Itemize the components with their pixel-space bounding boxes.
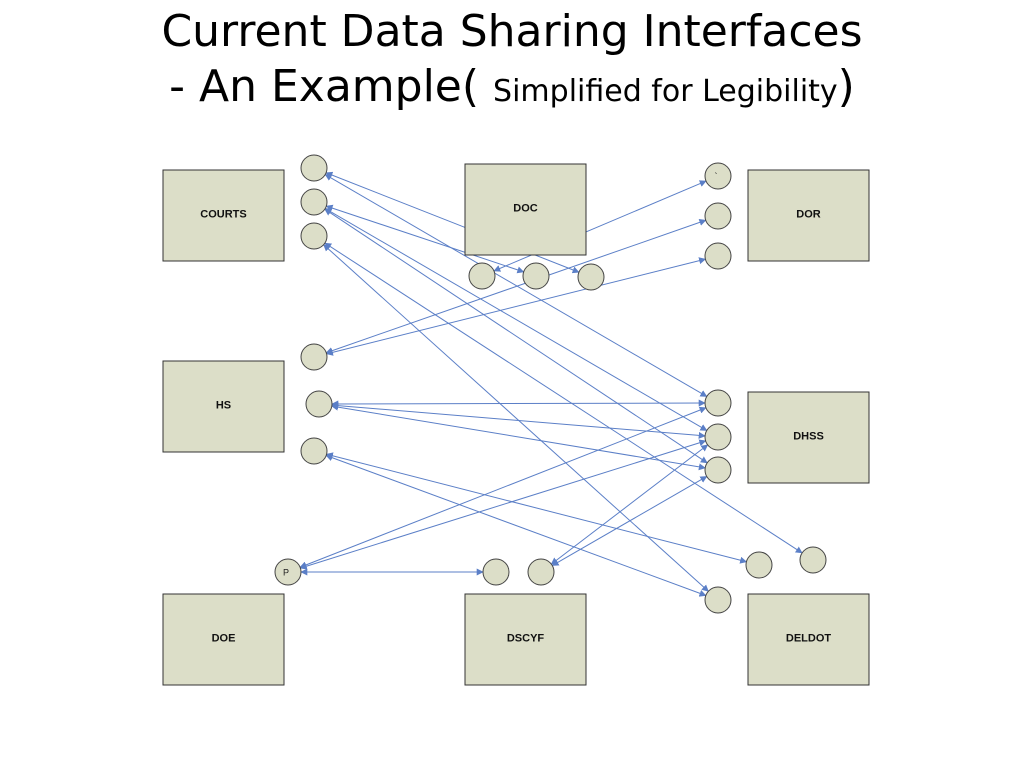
edge-hs2-dhss2 <box>331 402 706 439</box>
interface-node-doc1 <box>468 262 496 290</box>
interface-node-circle <box>300 343 328 371</box>
interface-node-circle <box>704 162 732 190</box>
agency-box-label: DELDOT <box>786 632 832 644</box>
edge-hs1-dor3 <box>325 257 707 356</box>
interface-node-dhss2 <box>704 423 732 451</box>
interface-node-c3 <box>300 222 328 250</box>
agency-box-dhss: DHSS <box>747 391 870 484</box>
agency-box-shape <box>162 360 285 453</box>
agency-box-dscyf: DSCYF <box>464 593 587 686</box>
boxes-layer: COURTS DOC DOR HS DHSS DOE DSCYF DELDOT <box>162 163 870 686</box>
agency-box-deldot: DELDOT <box>747 593 870 686</box>
interface-node-circle <box>704 242 732 270</box>
title-line-2-main: - An Example( <box>169 61 494 112</box>
agency-box-label: DOE <box>212 632 236 644</box>
agency-box-shape <box>162 169 285 262</box>
interface-node-circle <box>300 437 328 465</box>
agency-box-doc: DOC <box>464 163 587 256</box>
interface-node-circle <box>745 551 773 579</box>
interface-node-circle <box>300 222 328 250</box>
agency-box-shape <box>747 593 870 686</box>
edge-doe1-dhss2 <box>299 439 707 570</box>
interface-node-label: P <box>283 567 289 577</box>
agency-box-label: HS <box>216 399 231 411</box>
interface-node-dor2 <box>704 202 732 230</box>
agency-box-shape <box>464 593 587 686</box>
edge-c3-del1 <box>323 244 709 592</box>
interface-node-circle <box>704 423 732 451</box>
interface-node-dhss1 <box>704 389 732 417</box>
edges-layer <box>299 171 803 597</box>
title-line-1: Current Data Sharing Interfaces <box>161 6 863 57</box>
interface-node-hs1 <box>300 343 328 371</box>
edge-hs3-del1 <box>325 454 707 597</box>
interface-node-dhss3 <box>704 456 732 484</box>
interface-node-dscyf2 <box>527 558 555 586</box>
interface-node-circle <box>704 586 732 614</box>
agency-box-shape <box>162 593 285 686</box>
interface-node-doc2 <box>522 262 550 290</box>
interface-node-circle <box>300 188 328 216</box>
agency-box-dor: DOR <box>747 169 870 262</box>
agency-box-label: DHSS <box>793 430 824 442</box>
title-line-2-small: Simplified for Legibility <box>493 74 838 109</box>
interface-node-circle <box>704 389 732 417</box>
edge-doe1-dhss1 <box>299 406 707 569</box>
interface-node-dscyf1 <box>482 558 510 586</box>
interface-node-circle <box>522 262 550 290</box>
interface-node-del1 <box>704 586 732 614</box>
interface-node-label: ` <box>715 171 718 181</box>
title-line-2: - An Example( Simplified for Legibility) <box>0 59 1024 114</box>
edge-hs3-del2 <box>325 452 748 564</box>
agency-box-doe: DOE <box>162 593 285 686</box>
title-line-2-close: ) <box>837 61 855 112</box>
slide-title: Current Data Sharing Interfaces - An Exa… <box>0 4 1024 114</box>
agency-box-label: COURTS <box>200 208 246 220</box>
agency-box-shape <box>747 169 870 262</box>
agency-box-label: DSCYF <box>507 632 545 644</box>
interface-node-circle <box>482 558 510 586</box>
interface-node-circle <box>305 390 333 418</box>
agency-box-label: DOC <box>513 202 538 214</box>
agency-box-shape <box>747 391 870 484</box>
edge-dscyf2-dhss3 <box>551 476 708 566</box>
interface-node-del2 <box>745 551 773 579</box>
interface-node-circle <box>704 456 732 484</box>
interface-node-dor1: ` <box>704 162 732 190</box>
interface-node-circle <box>704 202 732 230</box>
interface-node-circle <box>527 558 555 586</box>
agency-box-courts: COURTS <box>162 169 285 262</box>
interface-node-hs2 <box>305 390 333 418</box>
agency-box-label: DOR <box>796 208 821 220</box>
interface-node-del3 <box>799 546 827 574</box>
interface-node-circle <box>274 558 302 586</box>
interface-node-circle <box>799 546 827 574</box>
interface-node-doc3 <box>577 263 605 291</box>
agency-box-hs: HS <box>162 360 285 453</box>
interface-node-circle <box>468 262 496 290</box>
interface-node-circle <box>300 154 328 182</box>
interface-node-c2 <box>300 188 328 216</box>
edge-hs2-dhss1 <box>331 399 706 408</box>
interface-node-c1 <box>300 154 328 182</box>
interface-node-doe1: P <box>274 558 302 586</box>
interface-node-hs3 <box>300 437 328 465</box>
nodes-layer: `P <box>274 154 827 614</box>
interface-node-dor3 <box>704 242 732 270</box>
agency-box-shape <box>464 163 587 256</box>
interface-node-circle <box>577 263 605 291</box>
